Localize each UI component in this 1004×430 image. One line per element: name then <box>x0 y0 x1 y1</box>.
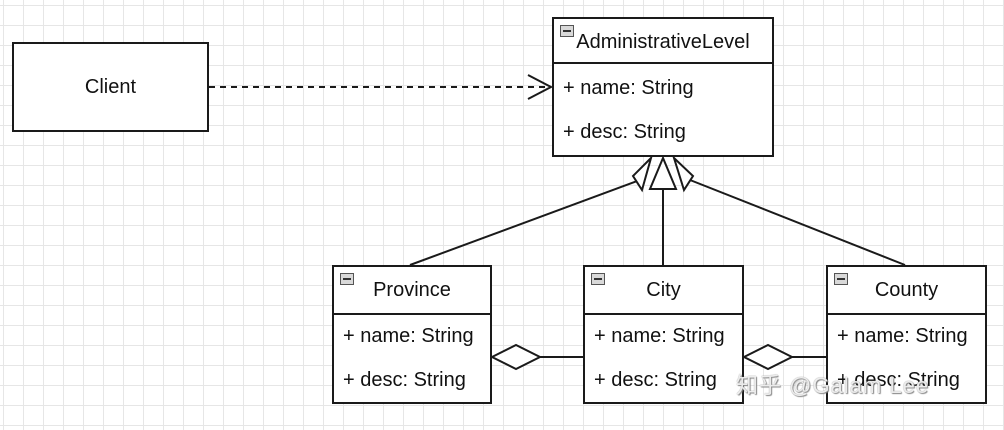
class-name: Province <box>373 278 451 301</box>
class-name: AdministrativeLevel <box>576 30 750 53</box>
class-name: City <box>646 278 681 301</box>
attribute-desc: + desc: String <box>563 121 686 144</box>
client-box[interactable]: Client <box>12 42 209 132</box>
collapse-icon[interactable] <box>560 25 574 37</box>
inheritance-triangle-city <box>648 155 678 190</box>
class-county[interactable]: County + name: String + desc: String <box>826 265 987 404</box>
attribute-desc: + desc: String <box>594 368 717 391</box>
class-header: AdministrativeLevel <box>554 19 772 64</box>
attribute-name: + name: String <box>563 76 694 99</box>
attribute-desc: + desc: String <box>837 368 960 391</box>
inheritance-triangle-province <box>631 154 653 193</box>
class-name: County <box>874 278 939 301</box>
inheritance-triangle-county <box>671 154 695 193</box>
class-header: County <box>828 267 985 316</box>
collapse-icon[interactable] <box>591 273 605 285</box>
attribute-name: + name: String <box>343 325 474 348</box>
class-header: Province <box>334 267 490 316</box>
client-label: Client <box>84 75 137 98</box>
class-city[interactable]: City + name: String + desc: String <box>583 265 744 404</box>
aggregation-diamond-city <box>741 343 795 371</box>
class-administrative-level[interactable]: AdministrativeLevel + name: String + des… <box>552 17 774 157</box>
attribute-name: + name: String <box>837 325 968 348</box>
class-header: City <box>585 267 742 316</box>
class-province[interactable]: Province + name: String + desc: String <box>332 265 492 404</box>
collapse-icon[interactable] <box>834 273 848 285</box>
attribute-desc: + desc: String <box>343 368 466 391</box>
generalization-line-county <box>689 179 906 266</box>
attribute-name: + name: String <box>594 325 725 348</box>
dependency-arrowhead <box>527 74 554 100</box>
generalization-line-province <box>409 179 641 266</box>
collapse-icon[interactable] <box>340 273 354 285</box>
watermark: 知乎 @Galam Lee <box>736 373 930 398</box>
aggregation-diamond-province <box>489 343 543 371</box>
